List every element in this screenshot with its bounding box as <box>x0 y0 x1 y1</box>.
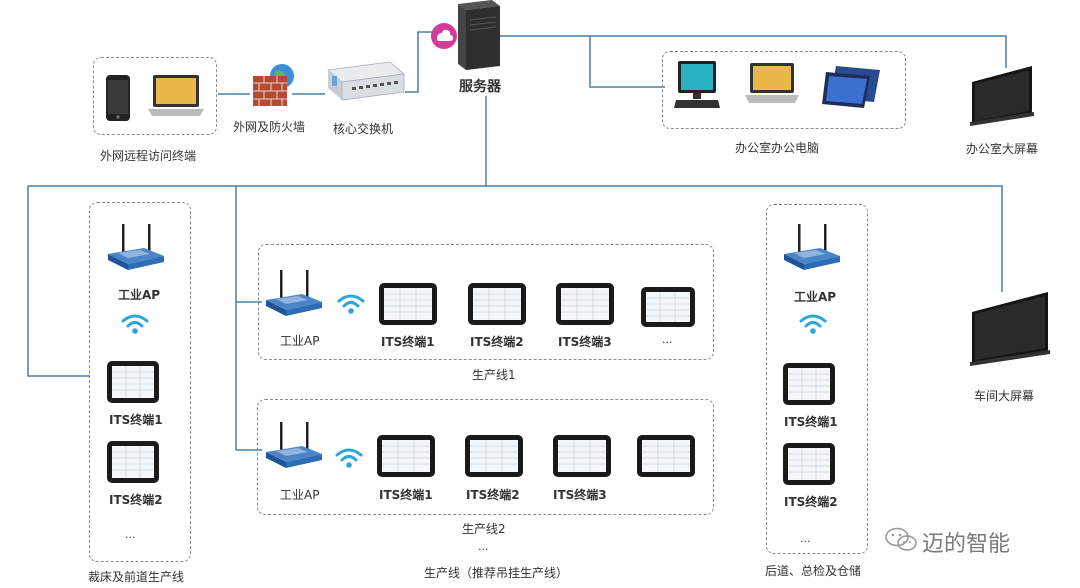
right-router-icon <box>784 224 840 270</box>
right-group-box <box>766 204 868 554</box>
workshop-big-screen-icon <box>970 292 1050 366</box>
line2-router-icon <box>266 422 322 468</box>
line1-wifi-icon <box>337 294 365 314</box>
laptop-icon <box>148 75 204 116</box>
server-label: 服务器 <box>459 79 501 95</box>
line2-ap-label: 工业AP <box>280 488 320 502</box>
line2-terminal-1-label: ITS终端1 <box>379 488 433 502</box>
smartphone-icon <box>106 75 130 121</box>
line1-terminal-1-label: ITS终端1 <box>381 335 435 349</box>
line2-terminal-3-label: ITS终端3 <box>553 488 607 502</box>
left-terminal-2-label: ITS终端2 <box>109 493 163 507</box>
office-pc-group-box <box>662 51 906 129</box>
office-laptop-icon <box>745 63 799 103</box>
line1-box <box>258 244 714 360</box>
line2-wifi-icon <box>335 448 363 468</box>
firewall-label: 外网及防火墙 <box>233 120 306 134</box>
line2-more-ellipsis: ... <box>478 540 489 553</box>
workshop-screen-label: 车间大屏幕 <box>974 389 1035 403</box>
tablet-icon <box>822 66 880 108</box>
right-terminal-2-label: ITS终端2 <box>784 495 838 509</box>
left-terminal-2-icon <box>107 441 159 483</box>
line2-terminal-1-icon <box>377 435 435 477</box>
core-switch-label: 核心交换机 <box>333 122 394 136</box>
line1-terminal-3-label: ITS终端3 <box>558 335 612 349</box>
right-group-label: 后道、总检及仓储 <box>765 564 862 578</box>
line1-terminal-2-icon <box>468 283 526 325</box>
firewall-icon <box>253 64 294 106</box>
line1-terminal-2-label: ITS终端2 <box>470 335 524 349</box>
left-terminal-1-label: ITS终端1 <box>109 413 163 427</box>
line2-terminal-2-icon <box>465 435 523 477</box>
right-wifi-icon <box>799 314 827 334</box>
left-group-label: 裁床及前道生产线 <box>88 570 185 584</box>
left-router-icon <box>108 224 164 270</box>
line1-ap-label: 工业AP <box>280 334 320 348</box>
left-ap-label: 工业AP <box>118 288 161 302</box>
line2-terminal-2-label: ITS终端2 <box>466 488 520 502</box>
core-switch-icon <box>327 61 405 101</box>
line2-terminal-3-icon <box>553 435 611 477</box>
left-group-box <box>89 202 191 562</box>
line2-box <box>257 399 714 515</box>
remote-group-box <box>93 57 217 135</box>
watermark-text: 迈的智能 <box>922 532 1011 557</box>
server-tower-icon <box>431 0 500 70</box>
left-wifi-icon <box>121 314 149 334</box>
wechat-logo-icon <box>885 527 917 551</box>
line1-more-ellipsis: ... <box>662 333 673 346</box>
right-terminal-2-icon <box>783 443 835 485</box>
right-terminal-1-label: ITS终端1 <box>784 415 838 429</box>
line1-label: 生产线1 <box>472 368 516 382</box>
right-terminal-1-icon <box>783 363 835 405</box>
left-more-ellipsis: ... <box>125 528 136 541</box>
right-more-ellipsis: ... <box>800 532 811 545</box>
office-pc-group-label: 办公室办公电脑 <box>735 141 820 155</box>
line2-label: 生产线2 <box>462 522 506 536</box>
production-lines-caption: 生产线（推荐吊挂生产线） <box>424 566 569 580</box>
line1-router-icon <box>266 270 322 316</box>
office-big-screen-icon <box>970 66 1034 126</box>
line2-terminal-4-icon <box>637 435 695 477</box>
remote-group-label: 外网远程访问终端 <box>100 149 197 163</box>
right-ap-label: 工业AP <box>794 290 837 304</box>
line1-terminal-1-icon <box>379 283 437 325</box>
line1-terminal-3-icon <box>556 283 614 325</box>
desktop-computer-icon <box>674 61 720 108</box>
office-screen-label: 办公室大屏幕 <box>966 142 1039 156</box>
line1-terminal-4-icon <box>641 287 695 327</box>
left-terminal-1-icon <box>107 361 159 403</box>
